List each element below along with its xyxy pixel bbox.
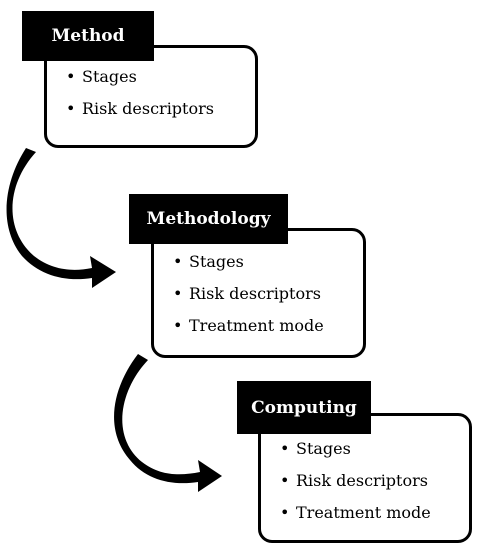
- stage-title: Computing: [237, 381, 371, 434]
- stage-items: • Stages • Risk descriptors • Treatment mod…: [280, 433, 431, 529]
- list-item: • Risk descriptors: [280, 465, 431, 497]
- item-label: Treatment mode: [296, 503, 431, 522]
- bullet-icon: •: [173, 316, 183, 335]
- item-label: Stages: [296, 439, 351, 458]
- bullet-icon: •: [173, 284, 183, 303]
- list-item: • Stages: [280, 433, 431, 465]
- item-label: Risk descriptors: [82, 99, 214, 118]
- stage-box: [258, 413, 472, 543]
- list-item: • Stages: [173, 246, 324, 278]
- item-label: Risk descriptors: [296, 471, 428, 490]
- bullet-icon: •: [66, 99, 76, 118]
- stage-box: [151, 228, 366, 358]
- bullet-icon: •: [280, 439, 290, 458]
- item-label: Stages: [82, 67, 137, 86]
- bullet-icon: •: [173, 252, 183, 271]
- list-item: • Stages: [66, 61, 214, 93]
- stage-title: Method: [22, 11, 154, 61]
- bullet-icon: •: [280, 503, 290, 522]
- item-label: Treatment mode: [189, 316, 324, 335]
- list-item: • Treatment mode: [173, 310, 324, 342]
- list-item: • Risk descriptors: [173, 278, 324, 310]
- list-item: • Treatment mode: [280, 497, 431, 529]
- stage-items: • Stages • Risk descriptors: [66, 61, 214, 125]
- stage-items: • Stages • Risk descriptors • Treatment mod…: [173, 246, 324, 342]
- stage-title: Methodology: [129, 194, 288, 244]
- item-label: Risk descriptors: [189, 284, 321, 303]
- stage-box: [44, 45, 258, 148]
- item-label: Stages: [189, 252, 244, 271]
- bullet-icon: •: [66, 67, 76, 86]
- list-item: • Risk descriptors: [66, 93, 214, 125]
- bullet-icon: •: [280, 471, 290, 490]
